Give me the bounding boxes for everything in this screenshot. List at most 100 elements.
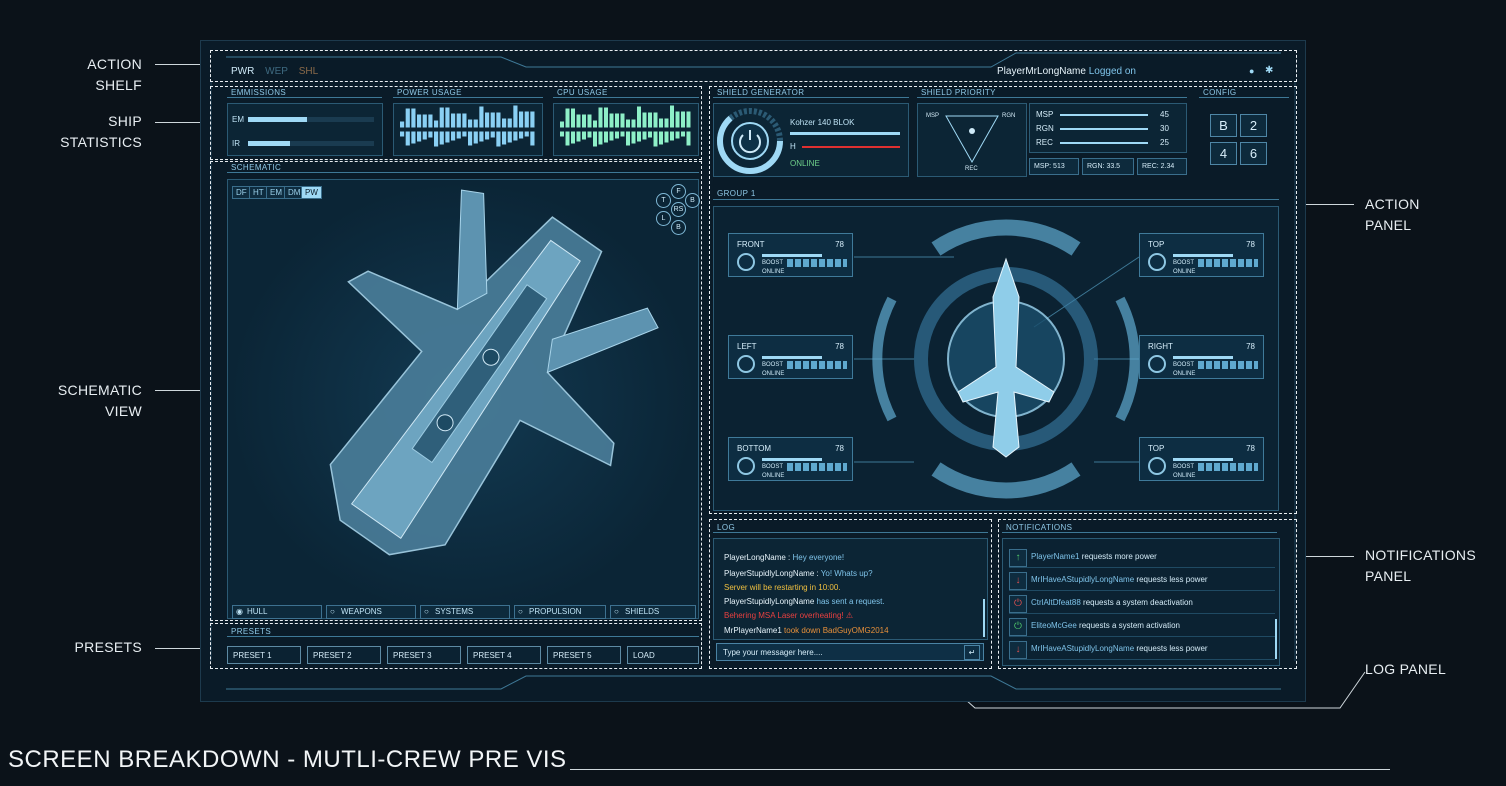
- system-label: WEAPONS: [341, 607, 382, 616]
- log-message-input[interactable]: Type your messager here.... ↵: [716, 643, 984, 661]
- config-4-button[interactable]: 4: [1210, 142, 1237, 165]
- usage-bar-lower: [456, 131, 461, 139]
- boost-slider[interactable]: [1198, 463, 1258, 471]
- system-weapons[interactable]: ○WEAPONS: [326, 605, 416, 619]
- boost-slider[interactable]: [787, 463, 847, 471]
- shield-top-rear[interactable]: TOP 78 BOOST ONLINE: [1139, 437, 1264, 481]
- power-icon[interactable]: [715, 106, 785, 176]
- boost-slider[interactable]: [787, 361, 847, 369]
- config-2-button[interactable]: 2: [1240, 114, 1267, 137]
- usage-bar-lower: [604, 131, 608, 143]
- usage-bar-lower: [417, 131, 422, 142]
- log-title: LOG: [717, 523, 736, 532]
- rgn-slider[interactable]: [1060, 128, 1148, 130]
- preset-1-button[interactable]: PRESET 1: [227, 646, 301, 664]
- log-scrollbar[interactable]: [983, 599, 985, 637]
- usage-bar-lower: [653, 131, 658, 147]
- footer-rule: [570, 769, 1390, 770]
- schematic-view[interactable]: DF HT EM DM PW F T B RS L B ◉HULL ○WEAPO…: [227, 179, 700, 619]
- usage-bar-lower: [576, 131, 581, 142]
- notification-item[interactable]: ↓ MrIHaveAStupidlyLongName requests less…: [1009, 639, 1275, 660]
- send-icon[interactable]: ↵: [964, 645, 980, 660]
- hex-l[interactable]: L: [656, 211, 671, 226]
- notification-user: EliteoMcGee: [1031, 621, 1077, 630]
- direction-name: RIGHT: [1148, 342, 1173, 351]
- msp-slider[interactable]: [1060, 114, 1148, 116]
- callout-text: VIEW: [105, 403, 142, 419]
- preset-3-button[interactable]: PRESET 3: [387, 646, 461, 664]
- rec-slider[interactable]: [1060, 142, 1148, 144]
- notification-text: CtrlAltDfeat88 requests a system deactiv…: [1031, 598, 1193, 607]
- boost-slider[interactable]: [1198, 361, 1258, 369]
- shield-bottom[interactable]: BOTTOM 78 BOOST ONLINE: [728, 437, 853, 481]
- title-rule: [1199, 97, 1289, 98]
- load-button[interactable]: LOAD: [627, 646, 699, 664]
- power-on-icon: ⏻: [1009, 618, 1027, 636]
- login-status: PlayerMrLongName Logged on: [997, 66, 1136, 77]
- hex-rs[interactable]: RS: [671, 202, 686, 217]
- hex-t[interactable]: T: [656, 193, 671, 208]
- boost-slider[interactable]: [1198, 259, 1258, 267]
- tab-pwr[interactable]: PWR: [231, 66, 255, 77]
- hex-f[interactable]: F: [671, 184, 686, 199]
- system-systems[interactable]: ○SYSTEMS: [420, 605, 510, 619]
- log-user: PlayerStupidlyLongName :: [724, 569, 819, 578]
- preset-5-button[interactable]: PRESET 5: [547, 646, 621, 664]
- log-msg: Yo! Whats up?: [820, 569, 873, 578]
- usage-bar-upper: [598, 107, 603, 128]
- title-rule: [227, 97, 382, 98]
- msp-value: 45: [1160, 110, 1169, 119]
- config-6-button[interactable]: 6: [1240, 142, 1267, 165]
- system-propulsion[interactable]: ○PROPULSION: [514, 605, 606, 619]
- usage-bar-lower: [593, 131, 597, 147]
- tab-wep[interactable]: WEP: [265, 66, 288, 77]
- system-shields[interactable]: ○SHIELDS: [610, 605, 696, 619]
- shield-priority-triangle[interactable]: MSP RGN REC: [917, 103, 1027, 177]
- mode-pw[interactable]: PW: [301, 186, 322, 199]
- notifications-scrollbar[interactable]: [1275, 619, 1277, 659]
- usage-bar-lower: [468, 131, 473, 146]
- usage-bar-upper: [686, 111, 691, 128]
- title-rule: [227, 172, 699, 173]
- usage-bar-lower: [485, 131, 490, 140]
- notification-text: PlayerName1 requests more power: [1031, 552, 1157, 561]
- callout-text: SHELF: [95, 77, 142, 93]
- online-label: ONLINE: [762, 473, 785, 479]
- callout-notifications-panel: NOTIFICATIONS PANEL: [1365, 545, 1495, 587]
- usage-bar-lower: [479, 131, 484, 142]
- notifications-panel-outline: [998, 519, 1297, 669]
- multicrew-screen: PWR WEP SHL PlayerMrLongName Logged on ●…: [200, 40, 1306, 702]
- usage-bar-lower: [445, 131, 450, 143]
- shield-top[interactable]: TOP 78 BOOST ONLINE: [1139, 233, 1264, 277]
- boost-slider[interactable]: [787, 259, 847, 267]
- usage-bar-lower: [473, 131, 478, 144]
- usage-bar-lower: [571, 131, 575, 144]
- hex-b-top[interactable]: B: [685, 193, 700, 208]
- notification-item[interactable]: ↑ PlayerName1 requests more power: [1009, 547, 1275, 568]
- shield-generator-title: SHIELD GENERATOR: [717, 88, 805, 97]
- player-name: PlayerMrLongName: [997, 66, 1086, 77]
- shield-left[interactable]: LEFT 78 BOOST ONLINE: [728, 335, 853, 379]
- shield-ring-icon: [737, 355, 755, 373]
- usage-bar-lower: [439, 131, 444, 145]
- preset-2-button[interactable]: PRESET 2: [307, 646, 381, 664]
- hex-b-bottom[interactable]: B: [671, 220, 686, 235]
- notification-item[interactable]: ⏻ EliteoMcGee requests a system activati…: [1009, 616, 1275, 637]
- log-line: PlayerLongName : Hey everyone!: [724, 553, 844, 562]
- preset-4-button[interactable]: PRESET 4: [467, 646, 541, 664]
- shield-front[interactable]: FRONT 78 BOOST ONLINE: [728, 233, 853, 277]
- usage-bar-upper: [626, 119, 630, 128]
- user-icon[interactable]: ●: [1249, 66, 1255, 76]
- notification-text: MrIHaveAStupidlyLongName requests less p…: [1031, 644, 1208, 653]
- shield-right[interactable]: RIGHT 78 BOOST ONLINE: [1139, 335, 1264, 379]
- config-b-button[interactable]: B: [1210, 114, 1237, 137]
- usage-bar-upper: [582, 114, 586, 128]
- cpu-bars: [560, 105, 691, 147]
- gear-icon[interactable]: ✱: [1265, 65, 1274, 76]
- boost-label: BOOST: [1173, 260, 1195, 266]
- notification-item[interactable]: ↓ MrIHaveAStupidlyLongName requests less…: [1009, 570, 1275, 591]
- log-msg: took down BadGuyOMG2014: [784, 626, 889, 635]
- tab-shl[interactable]: SHL: [298, 66, 319, 77]
- notification-item[interactable]: ⏻ CtrlAltDfeat88 requests a system deact…: [1009, 593, 1275, 614]
- system-hull[interactable]: ◉HULL: [232, 605, 322, 619]
